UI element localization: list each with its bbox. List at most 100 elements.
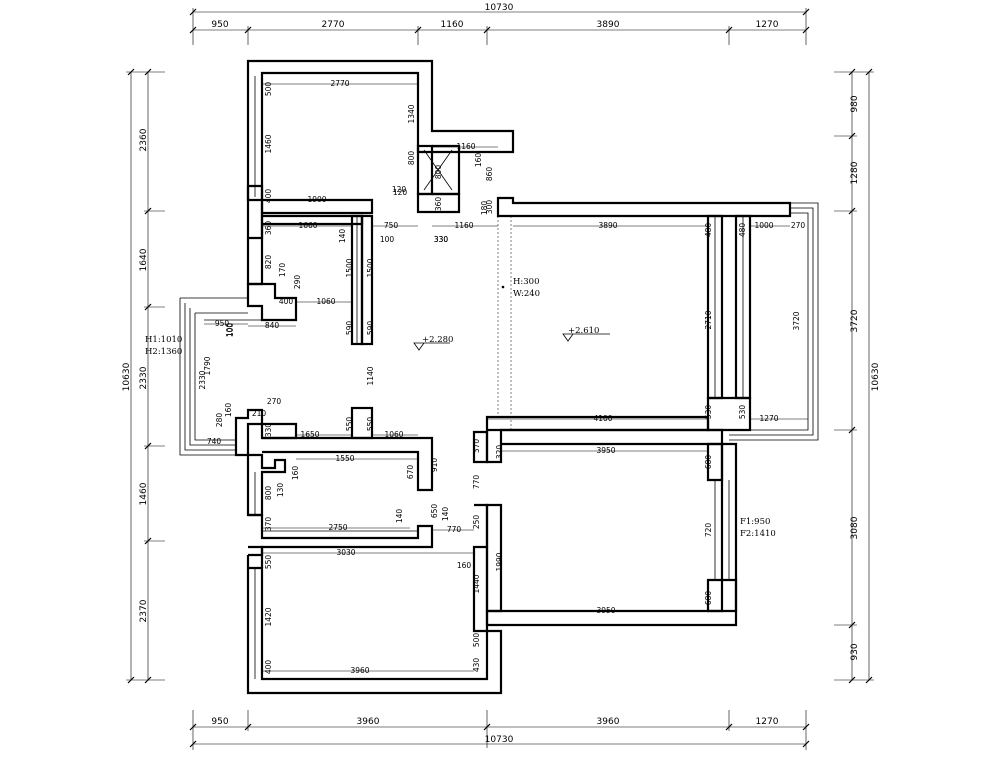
top-total-dim: 10730 [485, 3, 514, 13]
right-dim-4: 3080 [850, 516, 860, 539]
right-total-dim: 10630 [871, 362, 881, 391]
inner-dim-v: 400 [264, 189, 273, 204]
right-dim-2: 1280 [850, 161, 860, 184]
misc-dim: 140 [441, 507, 450, 522]
inner-dim-v: 1440 [472, 574, 481, 593]
level-left-label: +2.280 [422, 335, 453, 345]
inner-dim-v: 360 [264, 221, 273, 236]
bottom-dim-4: 1270 [756, 717, 779, 727]
misc-dim: 270 [267, 397, 282, 406]
inner-dim-h: 1000 [754, 221, 773, 230]
inner-dim-h: 270 [791, 221, 806, 230]
inner-horizontal-dims: 2770 1160 1900 1660 750 1160 3890 1000 2… [204, 79, 808, 675]
beam-width-note: W:240 [513, 289, 540, 299]
inner-dim-v: 480 [704, 223, 713, 238]
bottom-dimension-chain: 950 3960 3960 1270 10730 [189, 710, 810, 750]
annotations: H1:1010 H2:1360 H:300 W:240 F1:950 F2:14… [145, 277, 776, 539]
top-dim-5: 1270 [756, 20, 779, 30]
misc-dim: 170 [278, 263, 287, 278]
inner-dim-v: 360 [434, 197, 443, 212]
level-right-label: +2.610 [568, 326, 599, 336]
inner-dim-v: 2330 [198, 370, 207, 389]
inner-dim-h: 1270 [759, 414, 778, 423]
inner-dim-v: 500 [264, 82, 273, 97]
misc-dim: 160 [457, 561, 472, 570]
inner-dim-v: 500 [472, 633, 481, 648]
inner-dim-v: 680 [704, 591, 713, 606]
misc-dim: 180 [480, 201, 489, 216]
inner-dim-v: 800 [434, 165, 443, 180]
inner-dim-v: 530 [738, 405, 747, 420]
left-dim-4: 1460 [139, 482, 149, 505]
misc-dim: 290 [293, 275, 302, 290]
inner-dim-h: 770 [447, 525, 462, 534]
beam-point [501, 285, 505, 289]
inner-dim-h: 750 [384, 221, 399, 230]
bottom-dim-1: 950 [211, 717, 228, 727]
misc-dim: 130 [276, 483, 285, 498]
top-dim-3: 1160 [441, 20, 464, 30]
inner-dim-v: 530 [704, 405, 713, 420]
left-total-dim: 10630 [122, 362, 132, 391]
inner-dim-h: 2770 [330, 79, 349, 88]
left-dim-2: 1640 [139, 248, 149, 271]
inner-dim-v: 1500 [366, 258, 375, 277]
inner-dim-v: 430 [472, 658, 481, 673]
misc-dim: 280 [215, 413, 224, 428]
inner-dim-v: 550 [264, 555, 273, 570]
inner-dim-v: 820 [264, 255, 273, 270]
inner-dim-h: 1060 [384, 430, 403, 439]
inner-dim-v: 120 [392, 185, 407, 194]
inner-dim-v: 400 [264, 660, 273, 675]
right-dim-3: 3720 [850, 309, 860, 332]
inner-dim-h: 1660 [298, 221, 317, 230]
inner-dim-h: 3950 [596, 606, 615, 615]
inner-dim-v: 2710 [704, 310, 713, 329]
window-right-f2: F2:1410 [740, 529, 776, 539]
misc-dim: 160 [291, 466, 300, 481]
left-dim-1: 2360 [139, 128, 149, 151]
inner-dim-h: 740 [207, 437, 222, 446]
inner-dim-h: 330 [434, 235, 449, 244]
misc-dim: 160 [474, 153, 483, 168]
inner-dim-v: 320 [495, 445, 504, 460]
inner-dim-h: 2750 [328, 523, 347, 532]
left-dimension-chain: 10630 2360 1640 2330 1460 2370 [122, 68, 165, 684]
misc-dim: 120 [393, 188, 408, 197]
inner-dim-h: 1650 [300, 430, 319, 439]
window-left-h1: H1:1010 [145, 335, 182, 345]
inner-dim-v: 1990 [495, 552, 504, 571]
inner-dim-v: 300 [485, 200, 494, 215]
inner-dim-h: 400 [279, 297, 294, 306]
level-markers: +2.280 +2.610 [413, 326, 610, 351]
inner-dim-h: 1900 [307, 195, 326, 204]
inner-dim-v: 720 [704, 523, 713, 538]
misc-small-labels: 120 100 140 170 290 280 270 210 100 160 … [215, 153, 489, 570]
top-dimension-chain: 10730 950 2770 1160 3890 1270 [189, 3, 810, 45]
misc-dim: 330 [434, 235, 449, 244]
inner-dim-v: 680 [704, 455, 713, 470]
inner-dim-v: 1420 [264, 607, 273, 626]
inner-dim-v: 550 [345, 417, 354, 432]
inner-dim-v: 590 [345, 321, 354, 336]
inner-dim-v: 1500 [345, 258, 354, 277]
inner-dim-v: 1340 [407, 104, 416, 123]
inner-dim-h: 1160 [456, 142, 475, 151]
inner-dim-h: 3030 [336, 548, 355, 557]
misc-dim: 160 [224, 403, 233, 418]
inner-dim-v: 550 [366, 417, 375, 432]
inner-dim-h: 3950 [596, 446, 615, 455]
inner-dim-v: 480 [738, 223, 747, 238]
right-dim-5: 930 [850, 643, 860, 660]
inner-dim-h: 1550 [335, 454, 354, 463]
inner-dim-v: 1790 [203, 356, 212, 375]
inner-dim-v: 670 [406, 465, 415, 480]
inner-dim-v: 590 [366, 321, 375, 336]
inner-dim-v: 250 [472, 515, 481, 530]
inner-dim-h: 1060 [316, 297, 335, 306]
misc-dim: 140 [395, 509, 404, 524]
inner-dim-h: 1160 [454, 221, 473, 230]
inner-dim-h: 4100 [593, 414, 612, 423]
walls [179, 59, 819, 695]
inner-dim-v: 770 [472, 475, 481, 490]
